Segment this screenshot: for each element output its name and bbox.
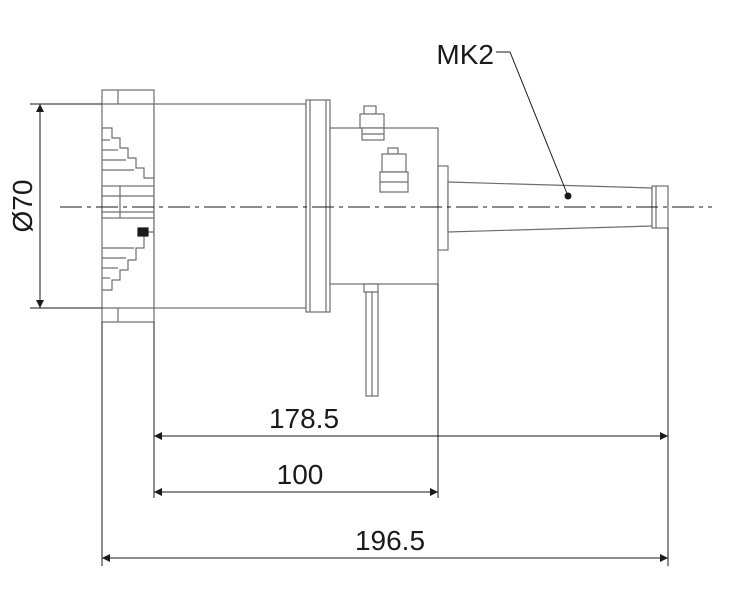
dimension-100-label: 100 [277,459,324,490]
chuck-jaw-upper [102,127,154,179]
lock-pin [363,283,379,397]
main-body [153,103,307,309]
diameter-label: Ø70 [7,180,38,233]
part-outline [101,89,669,397]
mk2-leader [496,51,572,200]
chuck-jaw-lower [102,227,154,291]
mk2-label: MK2 [436,39,494,70]
rear-housing [329,127,439,285]
dimension-196-5-label: 196.5 [355,525,425,556]
diameter-dimension [30,103,102,309]
dimensions [30,51,669,566]
dimension-178-5-label: 178.5 [269,403,339,434]
housing-end-ring [437,165,449,251]
chuck-bore [101,185,155,219]
coolant-fitting-upper [359,105,385,141]
flange [305,99,331,313]
coolant-fitting-middle [379,147,409,193]
